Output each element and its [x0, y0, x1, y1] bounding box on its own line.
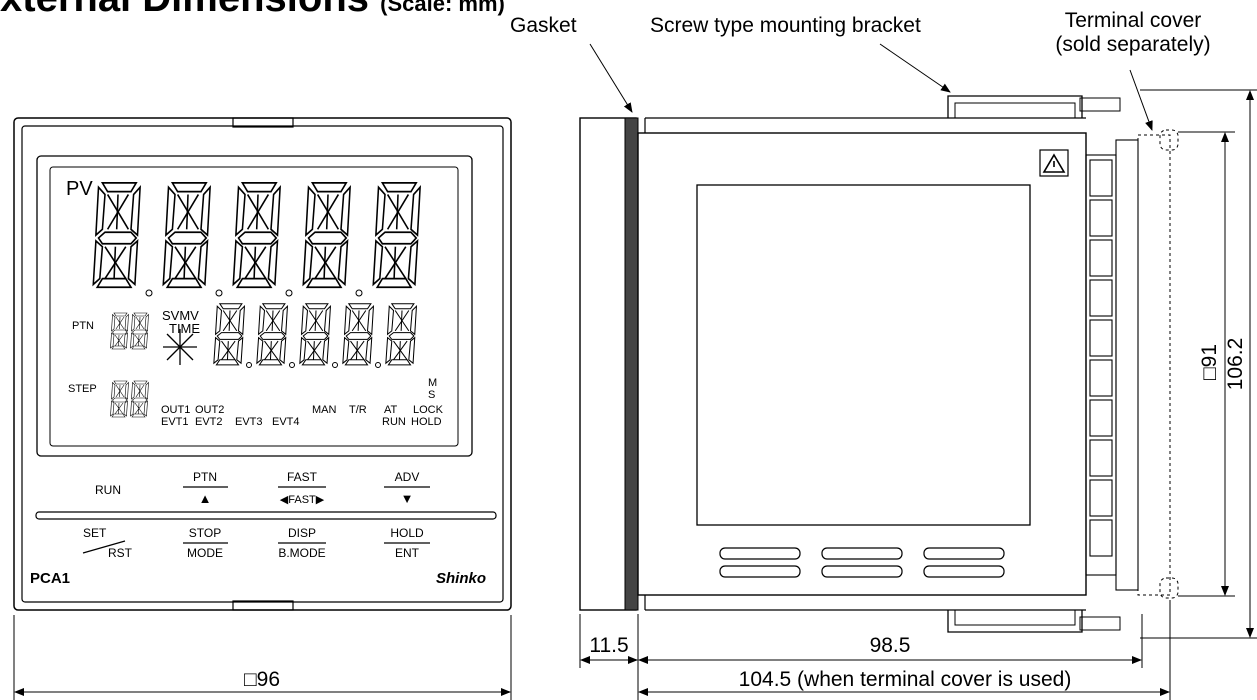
title-unit: (Scale: mm) — [380, 0, 505, 16]
brand-logo: Shinko — [436, 570, 486, 587]
lcd-m-label: M — [428, 377, 437, 389]
lcd-window-inner — [49, 166, 459, 447]
lcd-tr: T/R — [349, 404, 367, 416]
bottom-screw — [1079, 616, 1121, 631]
top-screw — [1079, 97, 1121, 112]
title-text: xternal Dimensions — [0, 0, 369, 20]
side-view: 11.5 98.5 104.5 (when terminal cover is … — [579, 43, 1257, 700]
terminal-cover-line2: (sold separately) — [1055, 33, 1211, 57]
side-label-area — [696, 184, 1031, 526]
key-hold-label[interactable]: HOLD — [390, 526, 424, 540]
lcd-out2: OUT2 — [195, 404, 224, 416]
gasket-callout: Gasket — [510, 14, 577, 37]
key-run-label[interactable]: RUN — [95, 483, 121, 497]
lcd-evt3: EVT3 — [235, 416, 263, 428]
dim-gasket: 11.5 — [589, 634, 628, 657]
terminal-cover-line1: Terminal cover — [1064, 9, 1202, 32]
lcd-evt4: EVT4 — [272, 416, 300, 428]
lcd-pv-label: PV — [66, 178, 93, 200]
sv-display — [213, 303, 417, 368]
front-bezel-inner — [21, 125, 504, 603]
lcd-at: AT — [384, 404, 398, 416]
pv-display — [92, 182, 421, 297]
front-panel: PV PTN STEP SVMV TIME M S OUT1 OUT2 MAN … — [13, 117, 512, 700]
key-ent-label[interactable]: ENT — [395, 546, 420, 560]
side-body — [637, 132, 1087, 596]
key-bmode-label[interactable]: B.MODE — [278, 546, 325, 560]
terminal-block — [1085, 139, 1139, 591]
lcd-run: RUN — [382, 416, 406, 428]
dim-height: 106.2 — [1224, 338, 1247, 391]
lcd-ptn-label: PTN — [72, 320, 94, 332]
lcd-lock: LOCK — [413, 404, 444, 416]
lcd-man: MAN — [312, 404, 337, 416]
dim-body: 98.5 — [870, 634, 911, 657]
key-fast-arrows-label[interactable]: ◀FAST▶ — [280, 494, 325, 506]
step-digits — [110, 380, 149, 418]
key-stop-label[interactable]: STOP — [189, 526, 221, 540]
key-disp-label[interactable]: DISP — [288, 526, 316, 540]
key-fast-label[interactable]: FAST — [287, 470, 318, 484]
asterisk-icon — [163, 329, 197, 365]
key-adv-label[interactable]: ADV — [395, 470, 420, 484]
bracket-callout: Screw type mounting bracket — [650, 14, 921, 37]
key-set-label[interactable]: SET — [83, 526, 107, 540]
top-bracket — [947, 95, 1083, 118]
key-down-arrow-icon[interactable]: ▼ — [401, 491, 414, 506]
lcd-out1: OUT1 — [161, 404, 190, 416]
lcd-evt2: EVT2 — [195, 416, 223, 428]
bottom-bracket — [947, 610, 1083, 633]
lcd-time-label: TIME — [169, 321, 200, 336]
lcd-hold: HOLD — [411, 416, 442, 428]
terminal-cover — [1137, 129, 1179, 599]
lcd-s-label: S — [428, 389, 435, 401]
key-rst-label[interactable]: RST — [108, 546, 133, 560]
page-title: xternal Dimensions (Scale: mm) — [0, 0, 505, 18]
warning-triangle-icon — [1039, 149, 1069, 177]
dim-total: 104.5 (when terminal cover is used) — [739, 668, 1072, 691]
ptn-digits — [110, 312, 149, 350]
gasket — [624, 117, 639, 611]
key-divider — [35, 511, 497, 520]
model-label: PCA1 — [30, 570, 70, 587]
key-ptn-label[interactable]: PTN — [193, 470, 217, 484]
key-mode-label[interactable]: MODE — [187, 546, 223, 560]
vent-slots — [719, 547, 1005, 578]
lcd-svmv-label: SVMV — [162, 308, 199, 323]
dim-cutout: □91 — [1198, 344, 1221, 380]
front-width-dim: □96 — [244, 668, 280, 691]
lcd-window-outer — [36, 155, 473, 457]
bottom-latch — [232, 600, 294, 611]
lcd-step-label: STEP — [68, 383, 97, 395]
lcd-evt1: EVT1 — [161, 416, 189, 428]
top-latch — [232, 117, 294, 128]
key-up-arrow-icon[interactable]: ▲ — [199, 491, 212, 506]
terminal-cover-callout: Terminal cover (sold separately) — [1033, 9, 1233, 57]
